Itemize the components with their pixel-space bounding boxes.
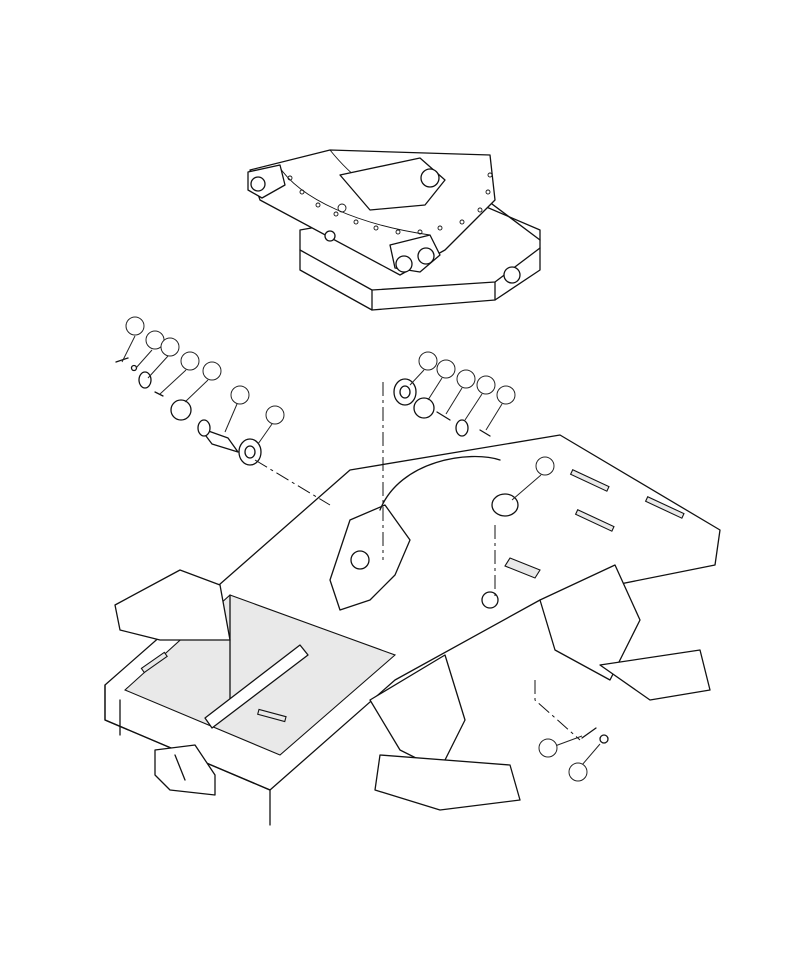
callout-balloon [535, 456, 555, 476]
callout-balloon [125, 316, 145, 336]
part-shim-right [413, 397, 435, 419]
right-front-leg [369, 654, 466, 771]
right-pin-group [393, 378, 519, 517]
cross-shaft [204, 644, 309, 729]
left-rear-mount [114, 569, 231, 641]
bolt-holes [287, 172, 493, 235]
deck-slots [140, 469, 685, 723]
callout-balloon [160, 337, 180, 357]
callout-balloon [568, 762, 588, 782]
mount-bore [481, 591, 499, 609]
lower-fasteners [581, 727, 609, 744]
hitch-hook [174, 754, 186, 781]
right-rear-leg [539, 564, 641, 681]
front-hitch [154, 744, 216, 796]
boom-pin-bore [350, 550, 370, 570]
right-front-pad [374, 754, 521, 811]
part-washer [130, 364, 138, 372]
boom-mount-plate [329, 504, 411, 611]
base-edge [299, 247, 541, 291]
bolt-circle-arc [277, 164, 431, 236]
callout-balloon [230, 385, 250, 405]
front-lug-bore-2 [417, 247, 435, 265]
part-screw [115, 357, 129, 363]
vent-plate [504, 557, 541, 579]
front-lug-bore [395, 255, 413, 273]
part-lock-plate-right [455, 419, 469, 437]
bushing-bore [244, 445, 256, 459]
lower-nut [324, 230, 336, 242]
bushing-bore-right [399, 385, 411, 399]
callout-balloon [476, 375, 496, 395]
part-pin [199, 427, 239, 453]
center-housing [339, 157, 446, 211]
undercarriage-frame [104, 434, 721, 826]
callout-balloon [265, 405, 285, 425]
left-pin-group [115, 357, 262, 466]
upper-turntable [247, 149, 541, 311]
part-screw-right [479, 429, 491, 437]
base-bore [503, 266, 521, 284]
right-rear-pad [599, 649, 711, 701]
part-bushing-right [393, 378, 417, 406]
center-lines [254, 382, 581, 741]
part-bushing [238, 438, 262, 466]
part-nut [599, 734, 609, 744]
frame-arch [379, 455, 501, 511]
callout-balloon [436, 359, 456, 379]
part-lock-plate [138, 371, 152, 389]
part-cover-plate [491, 493, 519, 517]
part-bolt [154, 391, 164, 397]
callout-balloon [496, 385, 516, 405]
pin-end [197, 419, 211, 437]
callout-balloon [418, 351, 438, 371]
callout-balloon [202, 361, 222, 381]
left-lug-bore [250, 176, 266, 192]
callout-balloon [538, 738, 558, 758]
callout-balloon [180, 351, 200, 371]
callout-balloon [456, 369, 476, 389]
center-nut [420, 168, 440, 188]
callouts [121, 316, 601, 782]
part-bolt-right [436, 411, 451, 421]
part-grease-fitting [581, 727, 597, 739]
part-shim-plate [170, 399, 192, 421]
